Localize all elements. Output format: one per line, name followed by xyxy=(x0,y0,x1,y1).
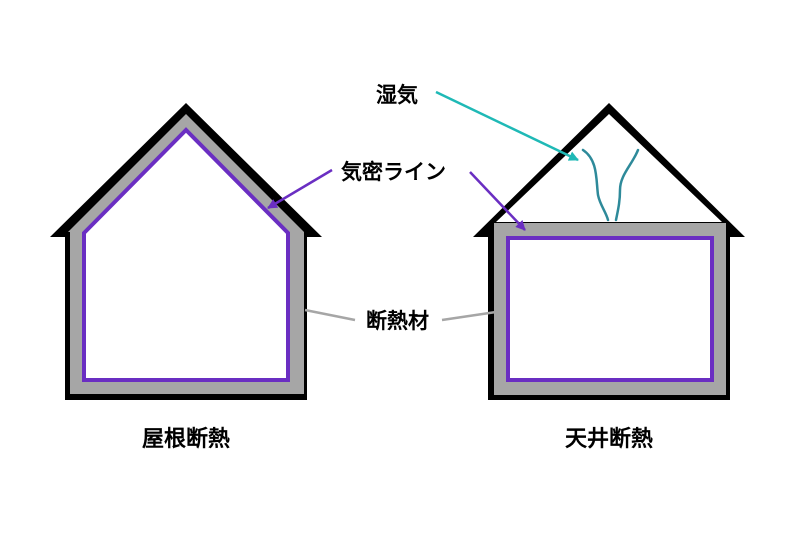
insulation-leader-right xyxy=(441,310,497,322)
moisture-arrow xyxy=(435,90,579,162)
airtight-arrow-right xyxy=(469,171,526,231)
roof-insulation-house xyxy=(50,103,322,400)
airtight-arrow-left xyxy=(267,168,333,210)
moisture-label: 湿気 xyxy=(376,83,418,107)
moisture-wisp-2 xyxy=(614,148,640,222)
interior-left xyxy=(82,127,290,382)
roof-insulation-caption: 屋根断熱 xyxy=(142,426,230,452)
ceiling-insulation-caption: 天井断熱 xyxy=(565,426,653,452)
ceiling-insulation-house xyxy=(473,103,745,400)
interior-right xyxy=(506,236,714,382)
insulation-label: 断熱材 xyxy=(366,309,429,333)
insulation-leader-left xyxy=(304,308,356,322)
moisture-wisp-1 xyxy=(581,148,610,222)
airtight-line-label: 気密ライン xyxy=(341,160,446,184)
attic-space xyxy=(496,114,722,222)
